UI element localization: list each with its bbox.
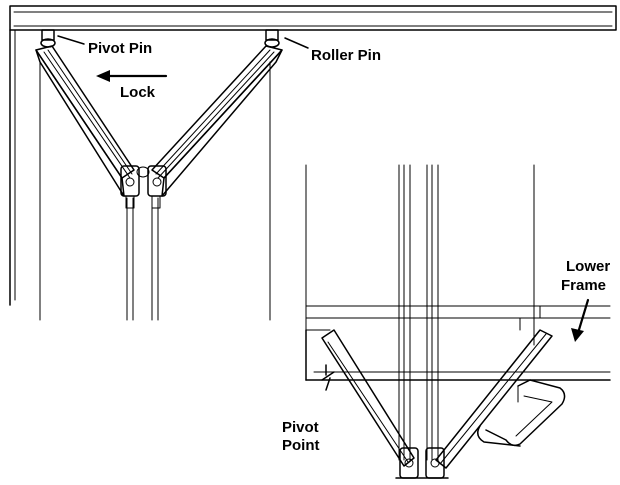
pivot-pin	[40, 29, 56, 48]
upper-detail: Pivot Pin Lock Roller Pin	[9, 5, 617, 321]
pivot-point-leader	[325, 377, 331, 391]
upper-track	[9, 5, 617, 31]
center-hinge-upper	[120, 165, 167, 209]
lower-frame-arrow	[571, 298, 590, 342]
lower-frame-label-line1: Lower	[566, 258, 610, 275]
pivot-pin-label: Pivot Pin	[88, 40, 152, 57]
lower-frame-label-line2: Frame	[561, 277, 606, 294]
pivot-point-label-line1: Pivot	[282, 419, 319, 436]
roller-pin-label: Roller Pin	[311, 47, 381, 64]
lock-label: Lock	[120, 84, 156, 101]
lower-frame	[305, 305, 611, 381]
roller-pin	[264, 29, 280, 48]
pivot-pin-leader	[57, 35, 85, 45]
left-panel-upper	[35, 45, 135, 197]
door-edges-lower	[305, 164, 535, 461]
lock-arrow	[96, 70, 168, 82]
center-hinge-lower	[395, 447, 449, 479]
right-panel-lower	[435, 329, 553, 469]
roller-pin-leader	[284, 37, 309, 49]
left-jamb	[9, 29, 16, 306]
lower-detail: Lower Frame Pivot Point	[282, 164, 611, 479]
pivot-point-label-line2: Point	[282, 437, 320, 454]
door-pull-handle	[477, 379, 566, 447]
door-edges-upper	[39, 61, 271, 321]
right-panel-upper	[151, 45, 283, 197]
pivot-point-marker	[321, 364, 335, 381]
left-panel-lower	[321, 329, 415, 467]
